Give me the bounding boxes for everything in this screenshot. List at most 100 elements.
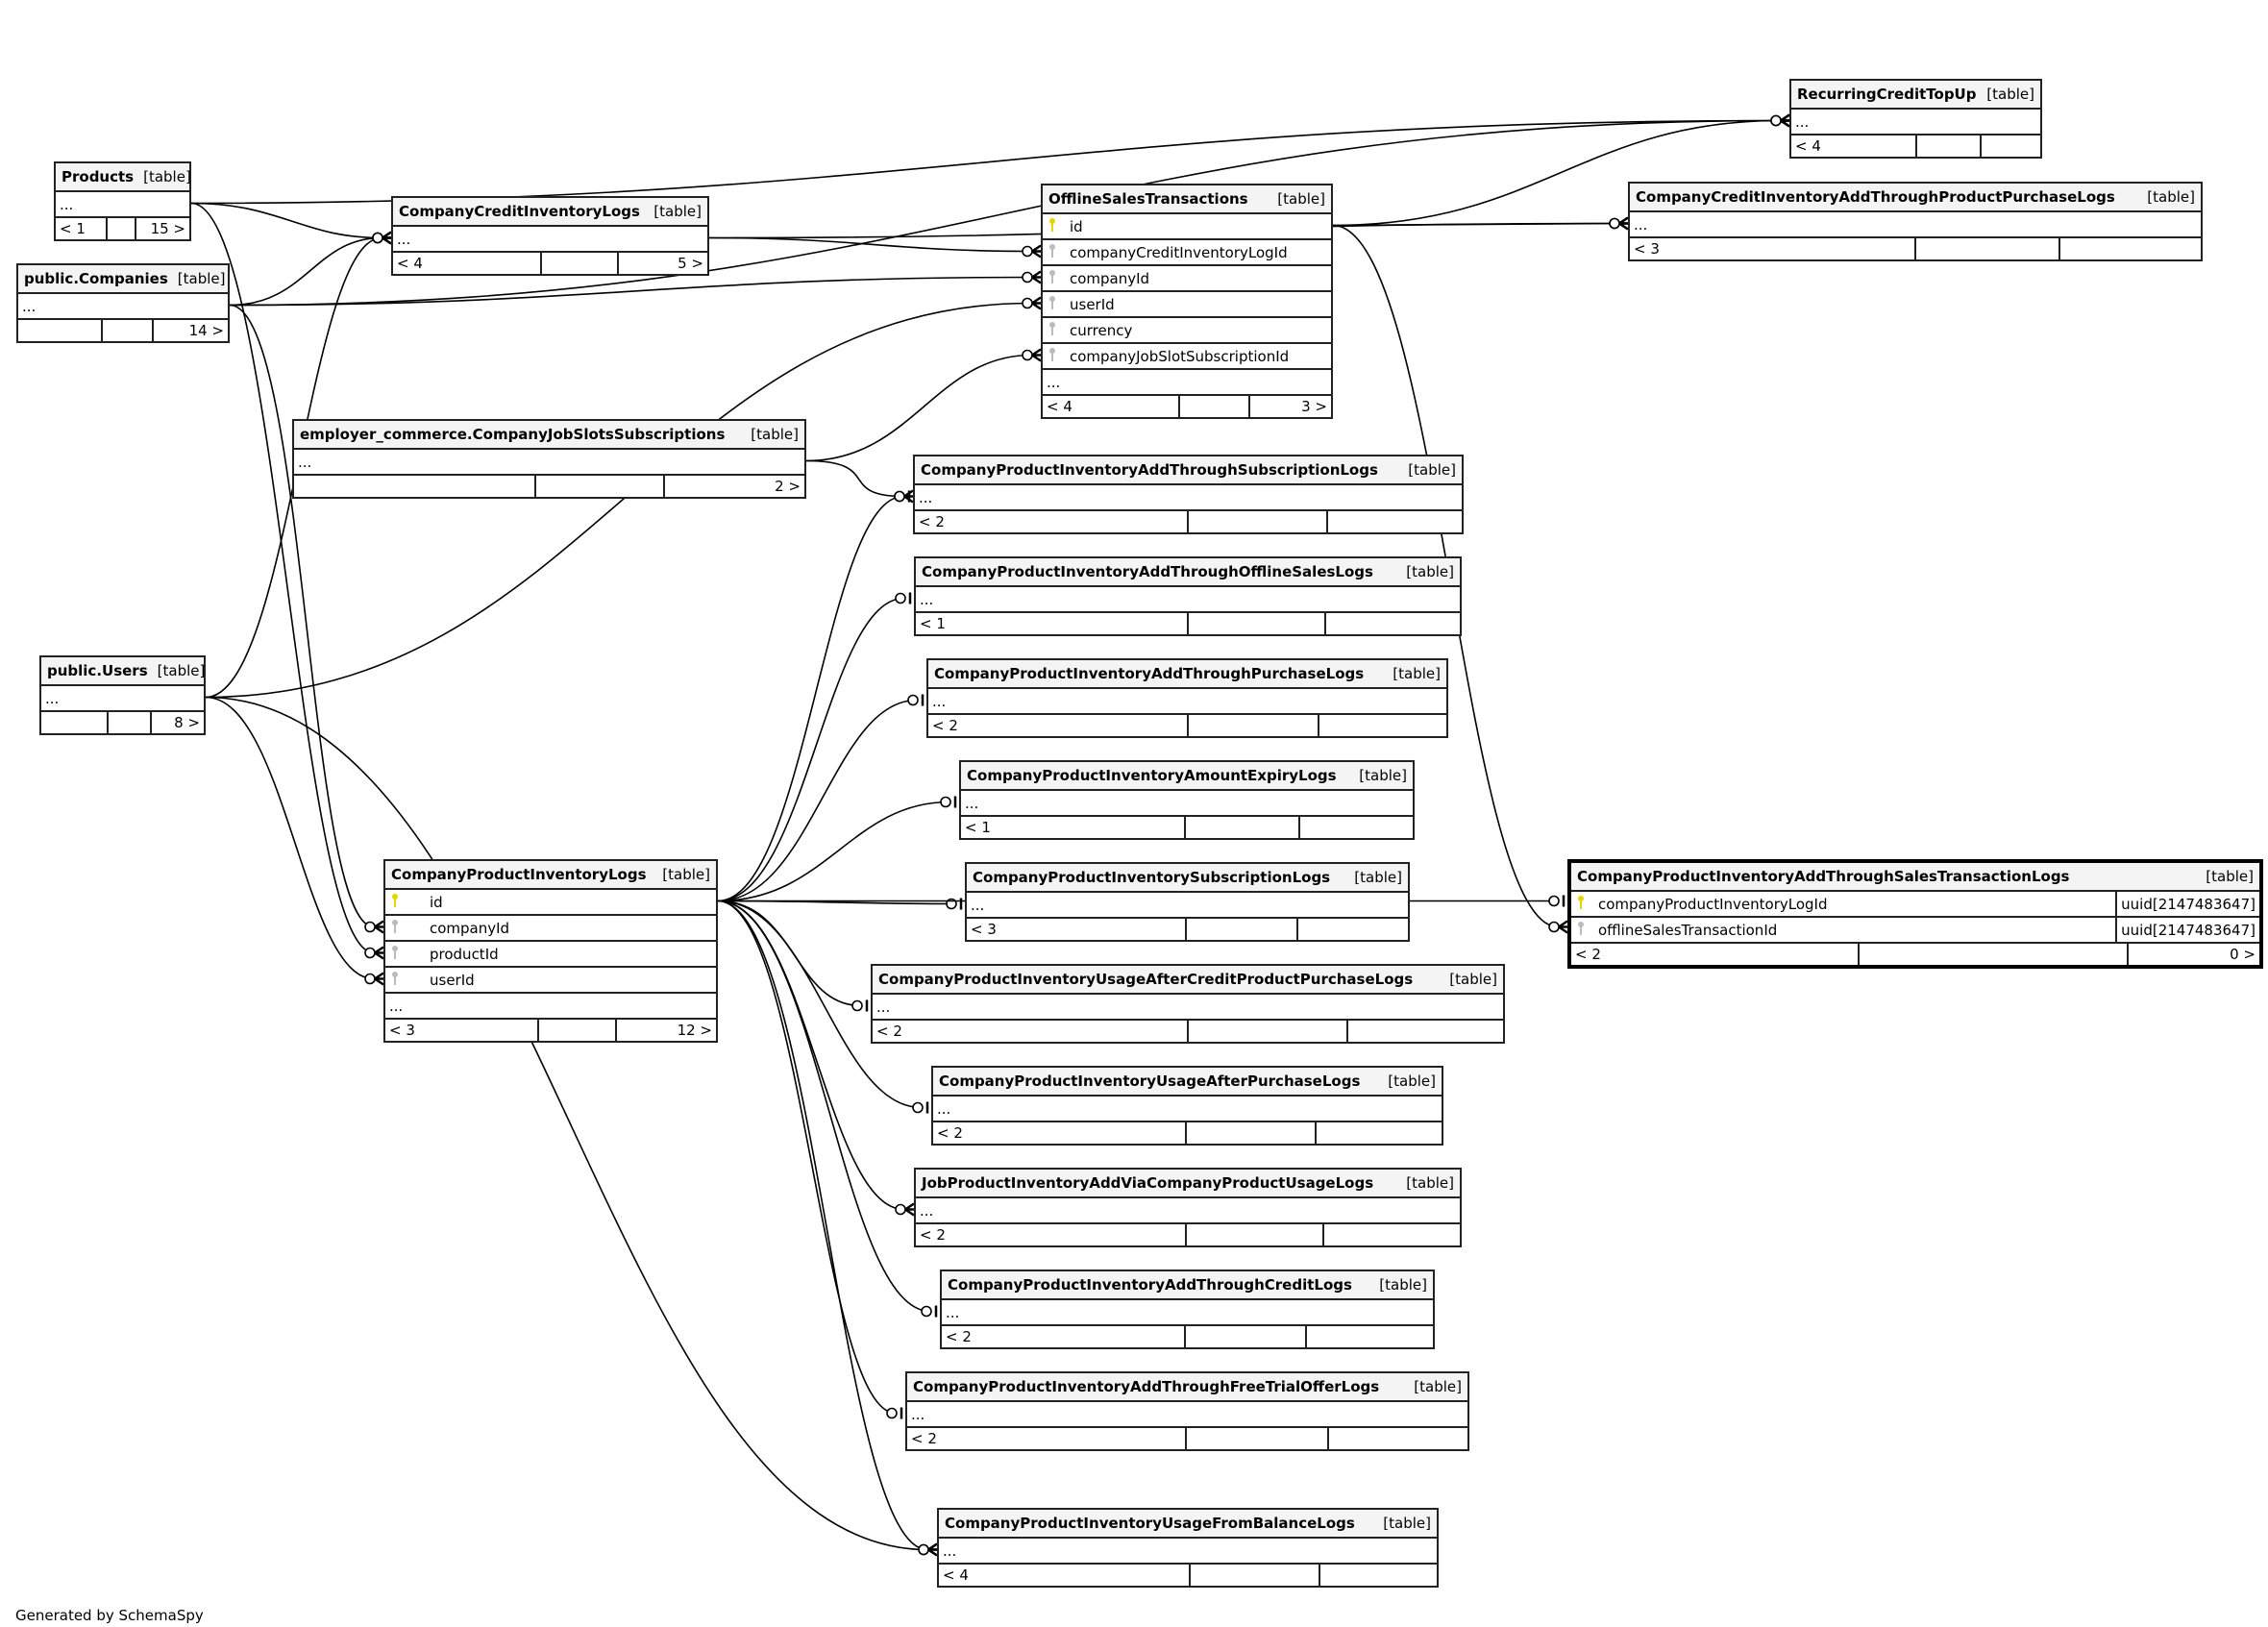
table-node-cpisl[interactable]: CompanyProductInventorySubscriptionLogs[… [965, 862, 1410, 942]
table-header[interactable]: employer_commerce.CompanyJobSlotsSubscri… [294, 421, 804, 450]
table-header[interactable]: CompanyProductInventoryUsageFromBalanceL… [939, 1510, 1437, 1539]
more-columns-row[interactable]: ... [933, 1097, 1442, 1122]
parent-count[interactable]: < 2 [933, 1122, 1187, 1144]
table-node-users[interactable]: public.Users[table]... 8 > [39, 655, 206, 735]
table-node-cpiufbl[interactable]: CompanyProductInventoryUsageFromBalanceL… [937, 1508, 1439, 1588]
table-header[interactable]: CompanyProductInventoryAddThroughFreeTri… [907, 1373, 1467, 1402]
table-node-cpiatstl[interactable]: CompanyProductInventoryAddThroughSalesTr… [1567, 859, 2263, 969]
parent-count[interactable]: < 2 [907, 1428, 1187, 1449]
child-count[interactable] [1320, 1565, 1437, 1586]
column-row[interactable]: currency [1043, 318, 1331, 344]
more-columns-row[interactable]: ... [939, 1539, 1437, 1565]
table-name[interactable]: JobProductInventoryAddViaCompanyProductU… [922, 1174, 1374, 1192]
table-header[interactable]: CompanyProductInventoryAddThroughOffline… [916, 558, 1460, 587]
child-count[interactable]: 8 > [174, 714, 200, 731]
table-node-cpiatosl[interactable]: CompanyProductInventoryAddThroughOffline… [914, 556, 1462, 636]
column-row[interactable]: companyId [385, 916, 716, 942]
more-columns-row[interactable]: ... [915, 485, 1462, 511]
table-header[interactable]: CompanyProductInventoryAmountExpiryLogs[… [961, 762, 1413, 791]
table-node-companies[interactable]: public.Companies[table]...14 > [16, 263, 230, 343]
table-header[interactable]: CompanyProductInventoryAddThroughCreditL… [942, 1271, 1433, 1300]
child-count[interactable]: 15 > [150, 220, 185, 237]
column-row[interactable]: companyId [1043, 266, 1331, 292]
child-count[interactable] [1319, 715, 1446, 736]
parent-count[interactable]: < 4 [1043, 396, 1180, 417]
more-columns-row[interactable]: ... [873, 995, 1503, 1021]
column-row[interactable]: id [1043, 214, 1331, 240]
parent-count[interactable]: < 3 [385, 1020, 539, 1041]
table-node-products[interactable]: Products[table]...< 1 15 > [54, 161, 191, 241]
more-columns-row[interactable]: ... [928, 689, 1446, 715]
more-columns-row[interactable]: ... [393, 227, 707, 253]
table-name[interactable]: CompanyProductInventoryAddThroughFreeTri… [913, 1378, 1380, 1395]
table-node-cjss[interactable]: employer_commerce.CompanyJobSlotsSubscri… [292, 419, 806, 499]
child-count[interactable]: 3 > [1301, 398, 1327, 415]
table-name[interactable]: public.Users [47, 662, 148, 679]
more-columns-row[interactable]: ... [294, 450, 804, 476]
table-name[interactable]: CompanyProductInventoryLogs [391, 866, 647, 883]
table-node-cpiatsl[interactable]: CompanyProductInventoryAddThroughSubscri… [913, 455, 1464, 534]
table-name[interactable]: public.Companies [24, 270, 168, 287]
table-header[interactable]: public.Companies[table] [18, 265, 228, 294]
more-columns-row[interactable]: ... [18, 294, 228, 320]
table-header[interactable]: OfflineSalesTransactions[table] [1043, 185, 1331, 214]
child-count[interactable] [1317, 1122, 1442, 1144]
child-count[interactable] [1324, 1224, 1460, 1245]
table-header[interactable]: CompanyProductInventorySubscriptionLogs[… [967, 864, 1408, 893]
more-columns-row[interactable]: ... [916, 587, 1460, 613]
more-columns-row[interactable]: ... [41, 686, 204, 712]
table-node-cpiael[interactable]: CompanyProductInventoryAmountExpiryLogs[… [959, 760, 1415, 840]
child-count[interactable]: 0 > [2230, 946, 2256, 963]
more-columns-row[interactable]: ... [916, 1198, 1460, 1224]
more-columns-row[interactable]: ... [56, 192, 189, 218]
parent-count[interactable]: < 2 [1571, 944, 1860, 965]
child-count[interactable] [2060, 238, 2201, 259]
table-node-jpiavcpul[interactable]: JobProductInventoryAddViaCompanyProductU… [914, 1168, 1462, 1247]
column-row[interactable]: id [385, 890, 716, 916]
table-header[interactable]: CompanyProductInventoryAddThroughSubscri… [915, 456, 1462, 485]
child-count[interactable] [1300, 817, 1413, 838]
parent-count[interactable]: < 2 [928, 715, 1189, 736]
table-name[interactable]: Products [62, 168, 135, 185]
child-count[interactable] [1348, 1021, 1503, 1042]
table-name[interactable]: CompanyProductInventoryAddThroughSubscri… [921, 461, 1378, 479]
parent-count[interactable]: < 2 [916, 1224, 1187, 1245]
parent-count[interactable] [294, 476, 536, 497]
table-name[interactable]: OfflineSalesTransactions [1048, 190, 1248, 208]
more-columns-row[interactable]: ... [1791, 110, 2040, 136]
table-name[interactable]: CompanyProductInventoryAddThroughSalesTr… [1577, 868, 2070, 885]
more-columns-row[interactable]: ... [961, 791, 1413, 817]
more-columns-row[interactable]: ... [907, 1402, 1467, 1428]
table-header[interactable]: CompanyProductInventoryAddThroughSalesTr… [1571, 863, 2259, 892]
more-columns-row[interactable]: ... [385, 994, 716, 1020]
column-row[interactable]: userId [1043, 292, 1331, 318]
child-count[interactable] [1326, 613, 1460, 634]
table-node-cpiatftol[interactable]: CompanyProductInventoryAddThroughFreeTri… [905, 1371, 1469, 1451]
table-header[interactable]: CompanyProductInventoryUsageAfterCreditP… [873, 966, 1503, 995]
table-name[interactable]: CompanyProductInventoryUsageFromBalanceL… [945, 1515, 1355, 1532]
table-header[interactable]: Products[table] [56, 163, 191, 192]
child-count[interactable] [1307, 1326, 1433, 1347]
child-count[interactable] [1982, 136, 2040, 157]
child-count[interactable]: 2 > [775, 478, 801, 495]
table-header[interactable]: CompanyProductInventoryLogs[table] [385, 861, 716, 890]
table-header[interactable]: CompanyProductInventoryAddThroughPurchas… [928, 660, 1446, 689]
column-row[interactable]: companyCreditInventoryLogId [1043, 240, 1331, 266]
table-name[interactable]: CompanyProductInventorySubscriptionLogs [973, 869, 1331, 886]
table-header[interactable]: CompanyProductInventoryUsageAfterPurchas… [933, 1068, 1442, 1097]
child-count[interactable]: 12 > [677, 1022, 712, 1039]
table-name[interactable]: employer_commerce.CompanyJobSlotsSubscri… [300, 426, 726, 443]
table-node-cpiuapl[interactable]: CompanyProductInventoryUsageAfterPurchas… [931, 1066, 1443, 1146]
table-name[interactable]: CompanyProductInventoryUsageAfterCreditP… [878, 971, 1414, 988]
parent-count[interactable]: < 1 [56, 218, 108, 239]
child-count[interactable] [1329, 1428, 1467, 1449]
parent-count[interactable]: < 2 [942, 1326, 1186, 1347]
table-name[interactable]: CompanyProductInventoryAddThroughOffline… [922, 563, 1373, 580]
table-header[interactable]: CompanyCreditInventoryAddThroughProductP… [1630, 184, 2201, 212]
more-columns-row[interactable]: ... [942, 1300, 1433, 1326]
table-header[interactable]: public.Users[table] [41, 657, 205, 686]
table-name[interactable]: RecurringCreditTopUp [1797, 86, 1977, 103]
